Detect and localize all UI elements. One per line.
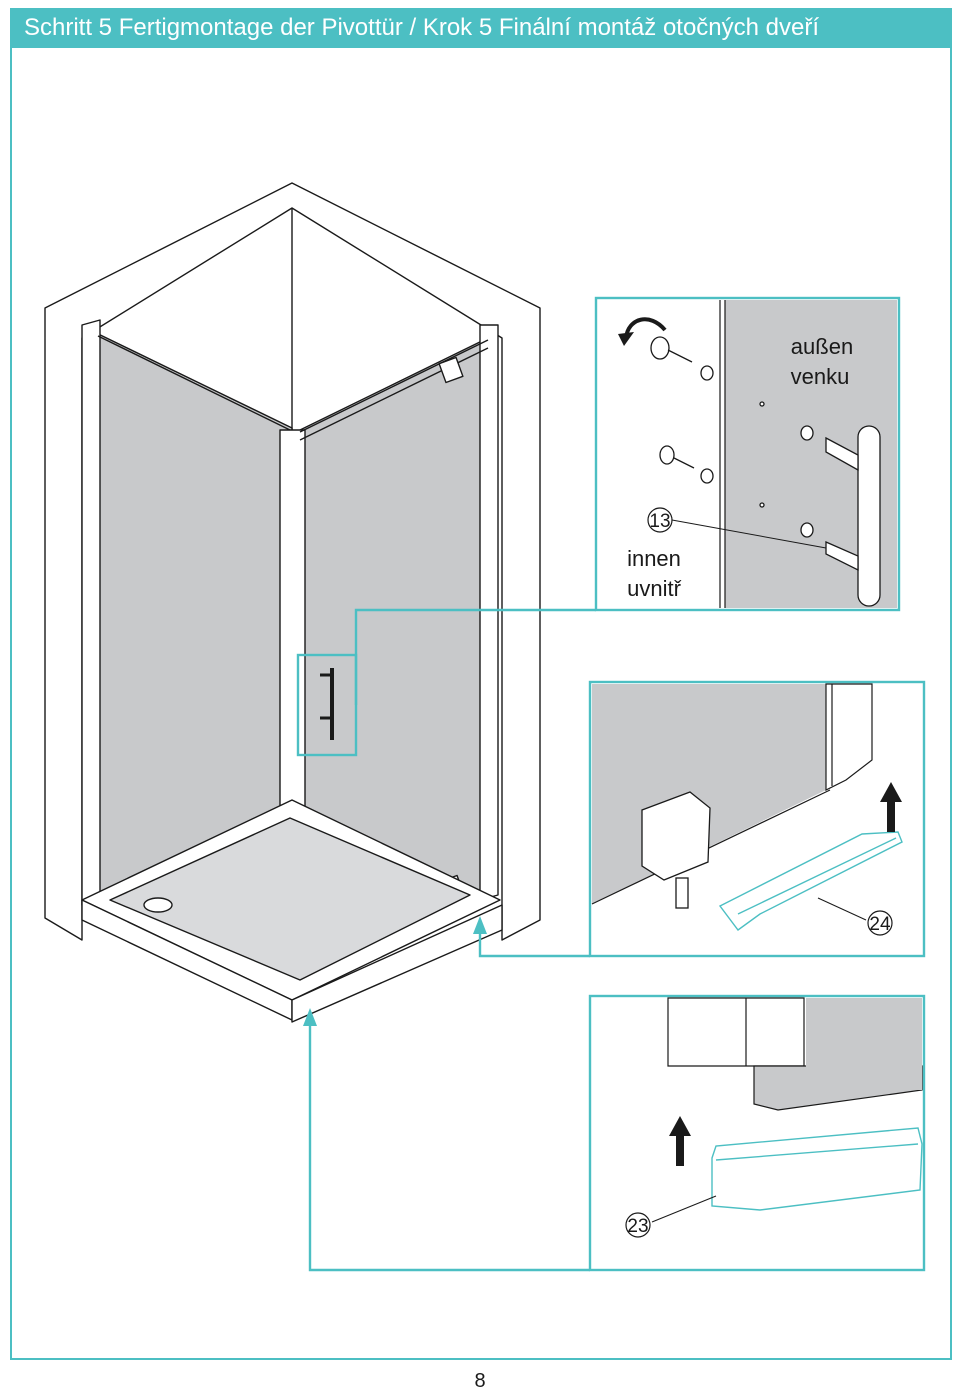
fixed-seal-callout-line [308, 1018, 590, 1272]
handle-bar-icon [825, 425, 881, 607]
fixed-seal-detail-panel: 23 [588, 994, 926, 1272]
screw-parts [650, 336, 814, 538]
label-inside-de: innen [627, 546, 681, 571]
label-inside-cs: uvnitř [627, 576, 681, 601]
door-seal-detail-panel: 24 [588, 680, 926, 958]
seal-strip-23 [711, 1127, 923, 1211]
shower-enclosure-drawing [44, 182, 541, 1023]
page-number: 8 [474, 1370, 486, 1392]
up-arrow-icon-2 [669, 1116, 691, 1166]
part-number-seal-23: 23 [627, 1216, 648, 1237]
header-bar: Schritt 5 Fertigmontage der Pivottür / K… [10, 8, 952, 48]
page-frame [10, 48, 952, 1360]
fixed-seal-pointer-arrow [303, 1008, 317, 1026]
handle-callout-line [354, 608, 596, 705]
part-number-seal-24: 24 [869, 914, 891, 935]
part-number-handle: 13 [649, 511, 670, 532]
label-outside-cs: venku [791, 364, 850, 389]
page-title: Schritt 5 Fertigmontage der Pivottür / K… [24, 14, 820, 41]
label-outside-de: außen [791, 334, 853, 359]
hinge-block-icon [641, 791, 711, 909]
up-arrow-icon [880, 782, 902, 832]
wall-outline [44, 182, 541, 941]
seal-strip-24 [718, 831, 903, 931]
door-seal-pointer-arrow [473, 916, 487, 934]
handle-detail-panel: 13 außen venku innen uvnitř [594, 296, 901, 612]
